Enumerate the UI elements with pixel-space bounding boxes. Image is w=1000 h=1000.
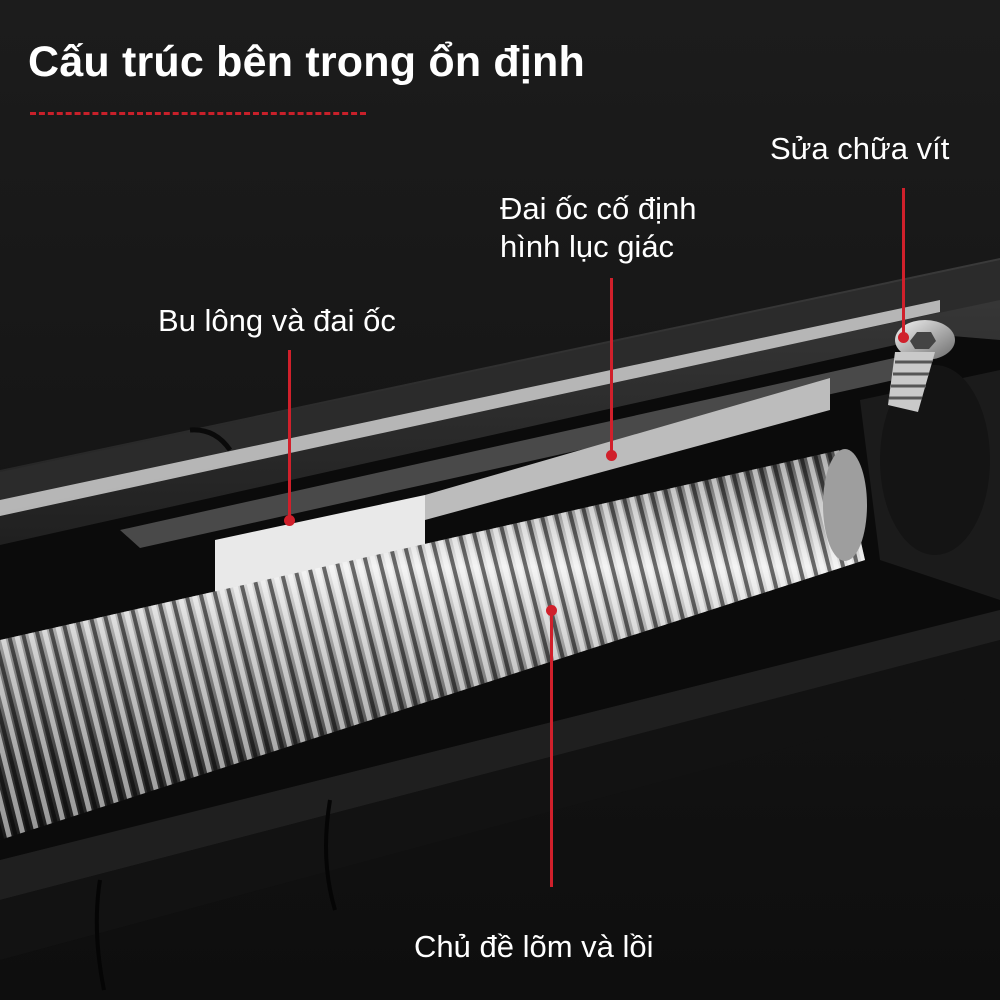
callout-repair-screw-label: Sửa chữa vít xyxy=(770,131,950,166)
threaded-rod xyxy=(0,449,867,840)
callout-repair-screw-dot xyxy=(898,332,909,343)
callout-thread-dot xyxy=(546,605,557,616)
callout-hex-nut-label-line1: Đai ốc cố định xyxy=(500,191,697,226)
callout-hex-nut-dot xyxy=(606,450,617,461)
callout-hex-nut-line xyxy=(610,278,613,456)
callout-bolt-nut-dot xyxy=(284,515,295,526)
end-cap xyxy=(860,365,1000,600)
callout-thread-line xyxy=(550,612,553,887)
repair-screw xyxy=(888,320,955,412)
callout-bolt-nut-label: Bu lông và đai ốc xyxy=(158,303,396,338)
callout-thread-label: Chủ đề lõm và lồi xyxy=(414,929,654,964)
callout-hex-nut-label-line2: hình lục giác xyxy=(500,229,675,264)
callout-repair-screw-line xyxy=(902,188,905,338)
title-underline xyxy=(30,112,366,115)
page-title: Cấu trúc bên trong ổn định xyxy=(28,38,585,86)
callout-bolt-nut-line xyxy=(288,350,291,520)
